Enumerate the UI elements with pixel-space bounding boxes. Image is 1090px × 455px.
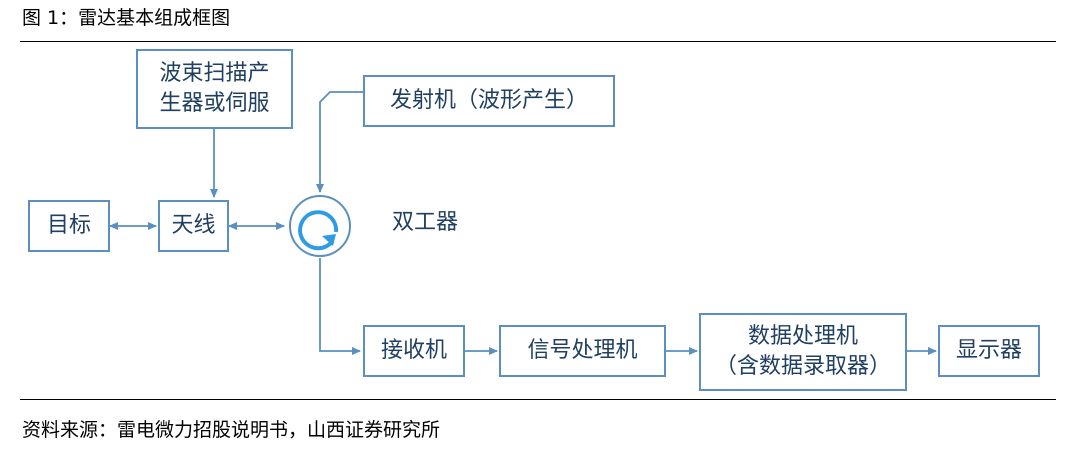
transmitter-block: 发射机（波形产生） [363,75,615,127]
antenna-label: 天线 [171,213,216,238]
duplexer-receiver-arrow [319,258,361,355]
duplexer-label: 双工器 [392,210,459,235]
beam-scanner-block: 波束扫描产 生器或伺服 [136,49,293,129]
transmitter-duplexer-arrow [316,91,363,193]
circulator-icon [289,195,351,257]
top-divider [20,41,1056,42]
antenna-block: 天线 [158,200,229,252]
receiver-block: 接收机 [363,325,465,377]
receiver-label: 接收机 [380,338,447,363]
target-block: 目标 [28,200,110,252]
data-processor-block: 数据处理机 （含数据录取器） [699,313,907,391]
figure-caption: 图 1：雷达基本组成框图 [22,7,231,29]
transmitter-label: 发射机（波形产生） [389,88,588,113]
display-block: 显示器 [938,325,1040,377]
display-label: 显示器 [955,338,1022,363]
signal-processor-label: 信号处理机 [527,338,638,363]
source-note: 资料来源：雷电微力招股说明书，山西证券研究所 [22,419,441,441]
beam-scanner-line1: 波束扫描产 [159,61,270,86]
data-processor-line2: （含数据录取器） [714,354,891,379]
data-processor-line1: 数据处理机 [747,324,858,349]
target-label: 目标 [46,213,91,238]
bottom-divider [20,399,1056,400]
signal-processor-block: 信号处理机 [499,325,666,377]
beam-scanner-line2: 生器或伺服 [159,91,270,116]
